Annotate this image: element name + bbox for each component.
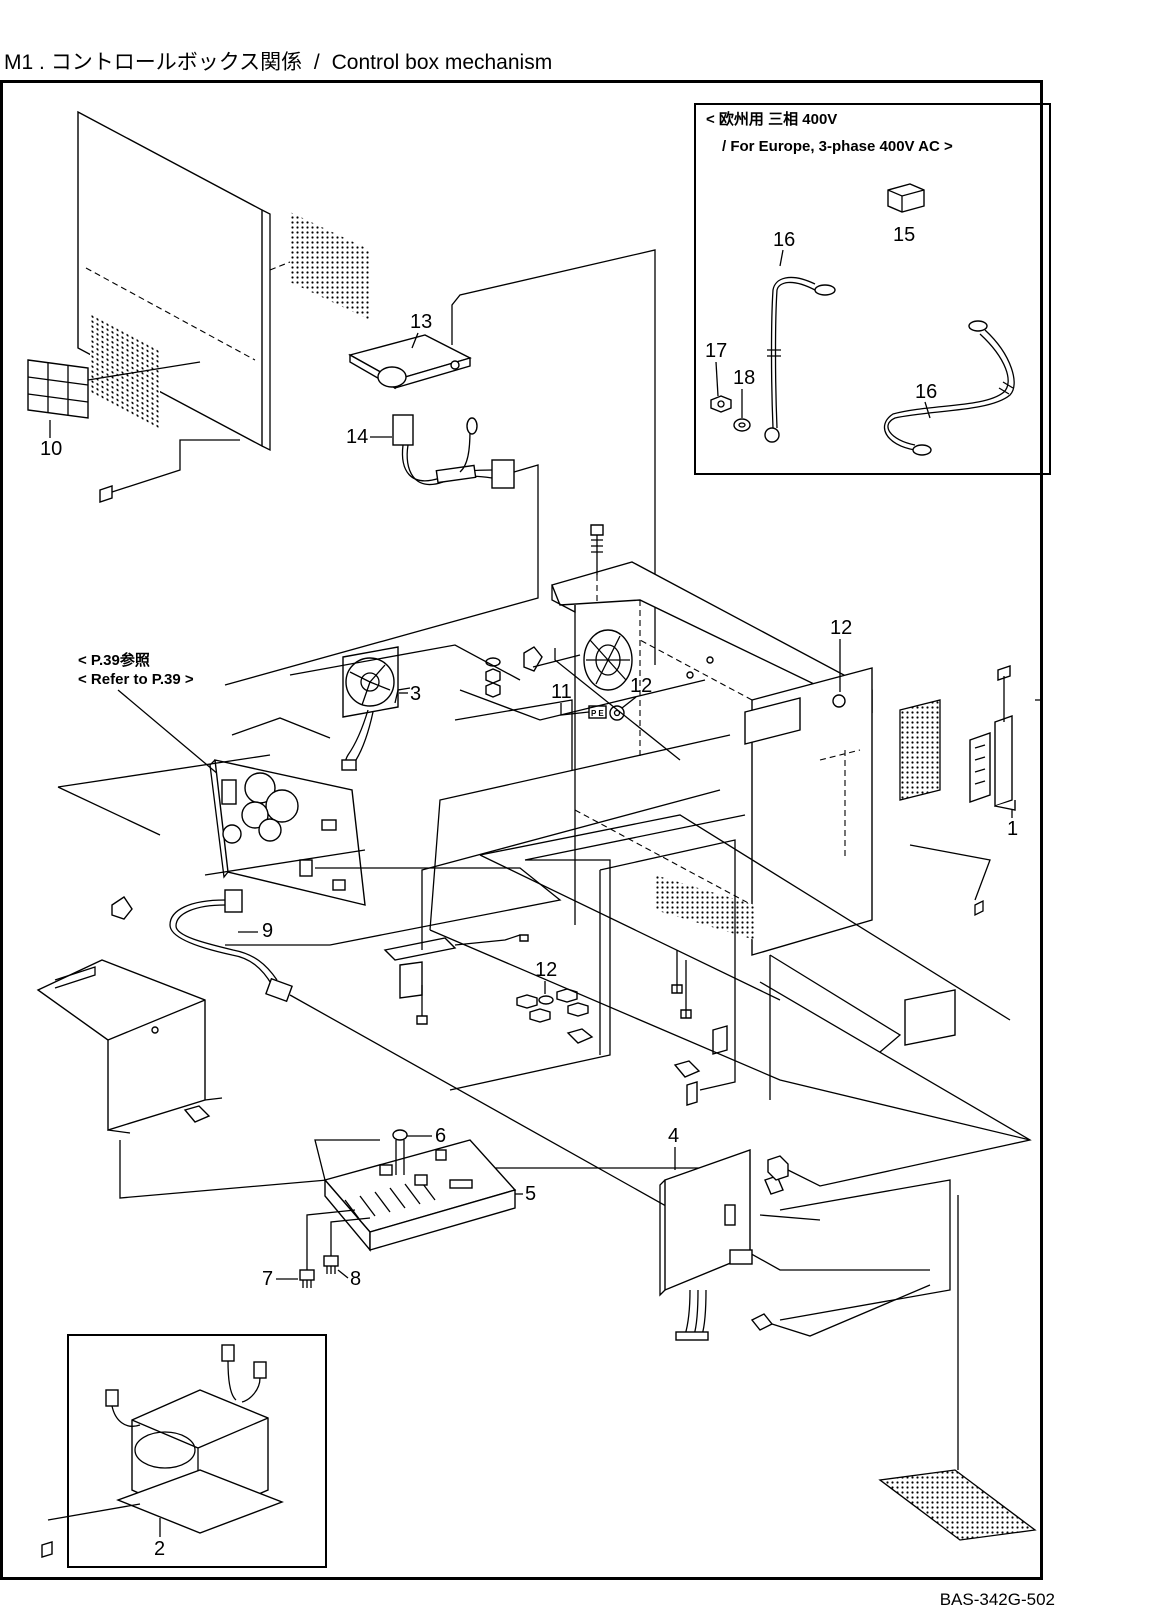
small-component-part [392,1129,408,1175]
inset-title-line1: < 欧州用 三相 400V [706,110,837,128]
control-box-chassis [551,561,873,956]
cable-clip-part [111,896,211,1123]
title-japanese: コントロールボックス関係 [50,51,303,74]
washer-part [733,418,751,432]
top-screw-part [590,524,604,605]
callout-11: 11 [551,681,572,703]
insulation-sheet-part [880,1470,1035,1540]
control-board-part [659,1149,784,1341]
callout-3: 3 [410,683,421,705]
harness-part [169,889,930,1271]
side-connector-part [899,665,1016,811]
transistor-part-b [323,1217,371,1274]
ground-wire-short-part [764,276,836,443]
page-title: M1 . コントロールボックス関係 / Control box mechanis… [4,51,553,74]
refer-note-line1: < P.39参照 [78,651,150,669]
ferrite-core-part [887,183,925,213]
callout-7: 7 [262,1268,273,1290]
main-board-part [314,1139,517,1252]
callout-12b: 12 [830,617,852,639]
callout-17: 17 [705,340,727,362]
callout-16a: 16 [773,229,795,251]
callout-9: 9 [262,920,273,942]
fan-grill-part [583,629,633,691]
power-supply-board [209,759,562,946]
screw-part [99,439,240,503]
europe-inset-box: < 欧州用 三相 400V / For Europe, 3-phase 400V… [694,103,1051,475]
inset-title-line2: / For Europe, 3-phase 400V AC > [722,138,953,155]
bottom-screws-group [516,950,728,1106]
transistor-part-a [299,1209,356,1288]
ground-wire-long-part [883,320,1015,456]
callout-4: 4 [668,1125,679,1147]
callout-15: 15 [893,224,915,246]
callout-12a: 12 [630,675,652,697]
spacer-part [759,981,1032,1187]
title-english: Control box mechanism [331,51,553,74]
callout-1: 1 [1007,818,1018,840]
callout-12c: 12 [535,959,557,981]
callout-6: 6 [435,1125,446,1147]
refer-note-line2: < Refer to P.39 > [78,671,194,688]
callout-10: 10 [40,438,62,460]
callout-2: 2 [154,1538,165,1560]
cable-tie-part [750,1284,931,1337]
cable-holder-part [904,989,956,1046]
label-plate-part [27,359,201,419]
callout-14: 14 [346,426,368,448]
filter-harness-part [224,414,539,686]
callout-5: 5 [525,1183,536,1205]
callout-18: 18 [733,367,755,389]
title-code: M1 [4,51,34,74]
diagram-frame [0,80,1043,1580]
nut-part [710,395,732,413]
transformer-bracket [36,959,700,1199]
document-code: BAS-342G-502 [939,1590,1055,1609]
callout-16b: 16 [915,381,937,403]
cover-panel-part [77,110,370,452]
noise-filter-part [348,249,656,665]
callout-8: 8 [350,1268,361,1290]
transformer-inset-box [41,1334,327,1568]
callout-13: 13 [410,311,432,333]
svg-text:P E: P E [591,709,604,718]
relay-bracket-part [383,789,721,1025]
cooling-fan-part [341,646,411,771]
